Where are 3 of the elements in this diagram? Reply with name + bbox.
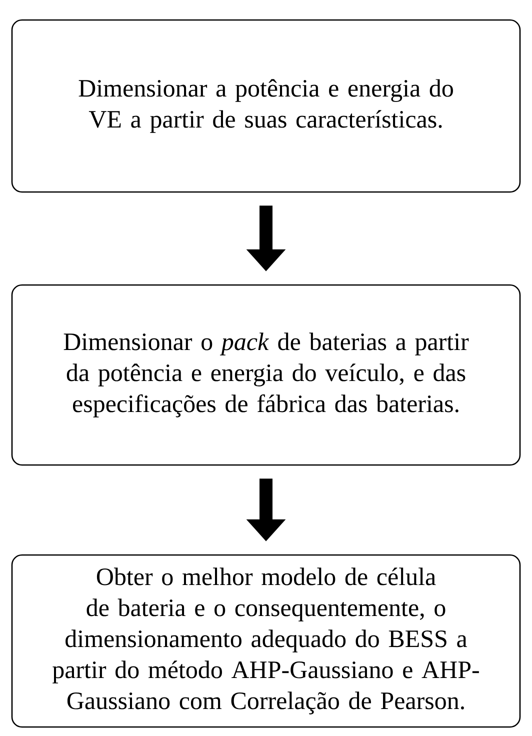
process-box: Dimensionar o pack de baterias a partir da potência e energia do veículo, e das especificações de fábrica das baterias. [11,284,521,466]
process-box: Dimensionar a potência e energia do VE a partir de suas características. [11,19,521,193]
process-box: Obter o melhor modelo de célula de bateria e o consequentemente, o dimensionamento adequado do BESS a partir do método AHP-Gaussiano e AHP-Gaussiano com Correlação de Pearson. [11,554,521,728]
